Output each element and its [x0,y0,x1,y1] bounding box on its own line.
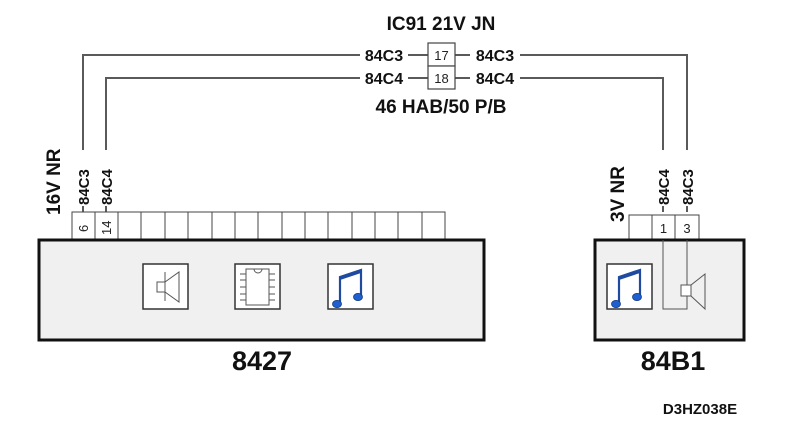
pin-number-3: 3 [683,221,690,236]
connector-pin-strip: 1 3 [628,214,700,241]
speaker-icon [142,263,189,310]
music-note-icon [327,263,374,310]
component-id-84b1: 84B1 [641,346,706,376]
component-8427: 16V NR 84C3 84C4 6 14 [37,148,486,376]
connector-label-16v-nr: 16V NR [44,148,65,215]
wire-label-84c4-right: 84C4 [476,71,514,88]
component-84b1: 3V NR 84C4 84C3 1 3 84B1 [593,150,746,376]
connector-title: IC91 21V JN [387,14,496,35]
wire-label-pin3: 84C3 [680,169,697,205]
connector-ic91: IC91 21V JN 17 18 84C3 84C4 84C3 84C4 46… [365,14,514,118]
speaker-icon [680,272,706,311]
pin-number-6: 6 [76,225,91,232]
connector-label-3v-nr: 3V NR [608,166,629,222]
wire-label-pin6: 84C3 [76,169,93,205]
wire-label-84c3-left: 84C3 [365,48,403,65]
wire-label-pin14: 84C4 [99,168,116,205]
pin-number-14: 14 [99,221,114,235]
connector-pin-18 [427,65,456,90]
connector-subtitle: 46 HAB/50 P/B [376,97,507,118]
pin-number-1: 1 [660,221,667,236]
connector-pin-strip: 6 14 [71,211,446,241]
pin-number-17: 17 [434,48,448,63]
wire-label-84c4-left: 84C4 [365,71,403,88]
component-id-8427: 8427 [232,346,292,376]
ic-chip-icon [234,263,281,310]
wire-label-pin1: 84C4 [656,168,673,205]
reference-code: D3HZ038E [663,401,737,418]
wire-label-84c3-right: 84C3 [476,48,514,65]
music-note-icon [606,263,653,310]
pin-number-18: 18 [434,71,448,86]
